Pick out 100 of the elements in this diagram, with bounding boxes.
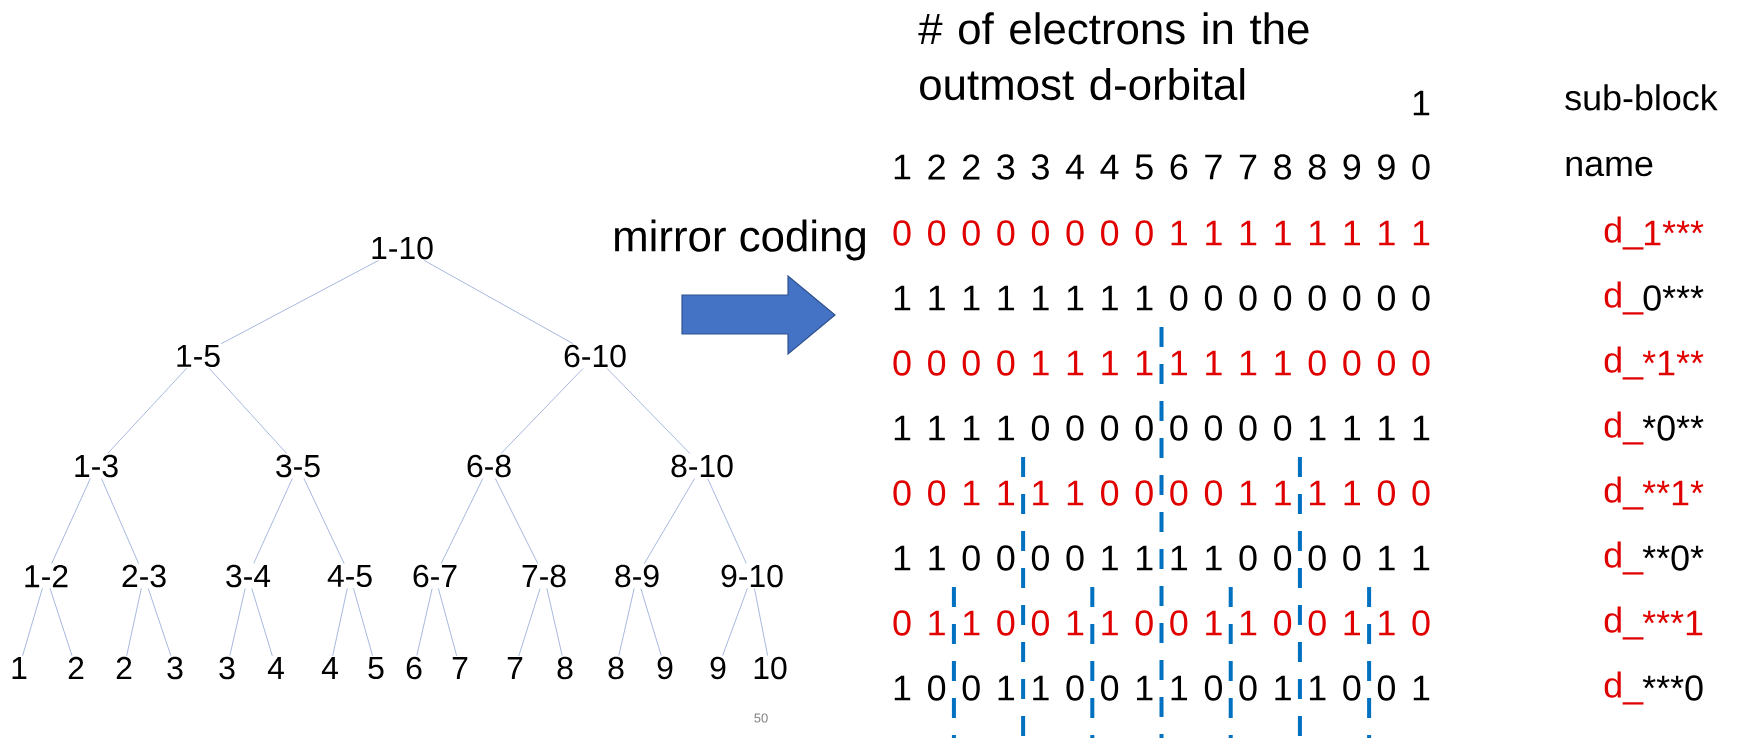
code-digit: 1 (1379, 545, 1395, 571)
tree-line (722, 588, 748, 656)
code-digit: 1 (1275, 350, 1291, 376)
code-digit: 1 (1171, 350, 1187, 376)
leaf-label: 7 (452, 657, 468, 679)
tree-line (49, 587, 73, 657)
code-digit: 0 (1308, 545, 1326, 571)
code-digit: 1 (1379, 610, 1395, 636)
tree-line (253, 478, 293, 564)
code-digit: 0 (1412, 610, 1430, 636)
column-header: 1 (894, 154, 911, 180)
code-digit: 0 (1031, 220, 1049, 246)
code-digit: 0 (1274, 610, 1292, 636)
range-label: 6-10 (564, 344, 626, 368)
code-digit: 0 (1343, 675, 1361, 701)
code-digit: 0 (1274, 285, 1292, 311)
code-digit: 0 (1239, 675, 1257, 701)
range-label: 8-9 (615, 564, 659, 588)
code-digit: 0 (997, 545, 1015, 571)
tree-line (332, 587, 348, 657)
code-digit: 1 (929, 610, 945, 636)
code-digit: 1 (1206, 545, 1222, 571)
code-digit: 1 (1309, 480, 1326, 506)
code-digit: 0 (1135, 610, 1153, 636)
code-digit: 1 (929, 285, 945, 311)
code-digit: 0 (928, 480, 946, 506)
column-header: 3 (997, 154, 1015, 180)
leaf-label: 3 (167, 656, 183, 680)
code-digit: 0 (1377, 285, 1395, 311)
code-digit: 0 (1343, 545, 1361, 571)
code-digit: 0 (1204, 480, 1222, 506)
code-digit: 0 (997, 350, 1015, 376)
code-digit: 0 (1135, 220, 1153, 246)
code-digit: 1 (1413, 675, 1430, 701)
code-digit: 1 (998, 415, 1014, 441)
tree-line (500, 368, 584, 454)
code-digit: 0 (1377, 675, 1395, 701)
code-digit: 0 (1170, 415, 1188, 441)
code-digit: 0 (1066, 675, 1084, 701)
column-header: 4 (1100, 154, 1119, 180)
tree-line (707, 478, 747, 564)
sub-block-name: d_ (1604, 216, 1644, 250)
code-digit: 0 (1066, 220, 1084, 246)
tree-line (416, 588, 433, 656)
range-label: 6-7 (413, 564, 457, 588)
code-digit: 1 (1344, 610, 1360, 636)
code-digit: 1 (963, 285, 980, 311)
code-digit: 0 (1101, 220, 1119, 246)
code-digit: 1 (1379, 220, 1395, 246)
leaf-label: 9 (657, 656, 673, 680)
range-label: 9-10 (721, 564, 783, 588)
tree-line (251, 588, 273, 657)
code-digit: 0 (1239, 285, 1257, 311)
code-digit: 1 (1240, 220, 1257, 246)
sub-block-name: **0* (1642, 545, 1704, 571)
code-digit: 1 (1413, 415, 1430, 441)
leaf-label: 9 (710, 656, 726, 680)
sub-block-name: d_ (1604, 411, 1644, 445)
tree-line (437, 588, 458, 657)
tree-line (126, 588, 142, 657)
code-digit: 1 (963, 610, 980, 636)
tree-line (754, 588, 769, 656)
code-digit: 1 (1309, 675, 1326, 701)
tree-line (518, 588, 541, 657)
code-digit: 0 (1343, 285, 1361, 311)
code-digit: 0 (997, 220, 1015, 246)
leaf-label: 8 (557, 656, 573, 680)
code-digit: 0 (928, 220, 946, 246)
code-digit: 1 (1102, 285, 1118, 311)
code-digit: 0 (1031, 545, 1049, 571)
column-header: 9 (1378, 154, 1395, 180)
column-header: 4 (1065, 154, 1084, 180)
code-digit: 1 (1067, 350, 1084, 376)
tree-line (22, 587, 43, 657)
leaf-label: 4 (267, 657, 284, 679)
heading-text: # of electrons in the outmost d-orbital (918, 12, 1309, 101)
tree-line (147, 588, 172, 656)
code-digit: 1 (1033, 285, 1049, 311)
code-digit: 0 (1101, 675, 1119, 701)
tree-line (423, 260, 574, 344)
code-digit: 0 (928, 350, 946, 376)
sub-block-name: d_ (1604, 346, 1644, 380)
code-digit: 0 (1308, 350, 1326, 376)
code-digit: 1 (1240, 610, 1257, 636)
code-digit: 1 (1309, 415, 1326, 441)
leaf-label: 2 (68, 656, 84, 680)
code-digit: 0 (1066, 415, 1084, 441)
tree-line (643, 478, 696, 564)
range-label: 4-5 (327, 564, 372, 588)
code-digit: 1 (1067, 480, 1084, 506)
code-digit: 1 (1102, 610, 1118, 636)
tree-line (51, 478, 91, 565)
code-digit: 1 (1379, 415, 1395, 441)
column-header: 9 (1343, 154, 1361, 180)
code-digit: 1 (1344, 220, 1360, 246)
code-digit: 0 (1274, 545, 1292, 571)
code-digit: 0 (1204, 415, 1222, 441)
code-digit: 1 (894, 285, 911, 311)
code-digit: 1 (998, 285, 1014, 311)
code-digit: 1 (963, 415, 980, 441)
